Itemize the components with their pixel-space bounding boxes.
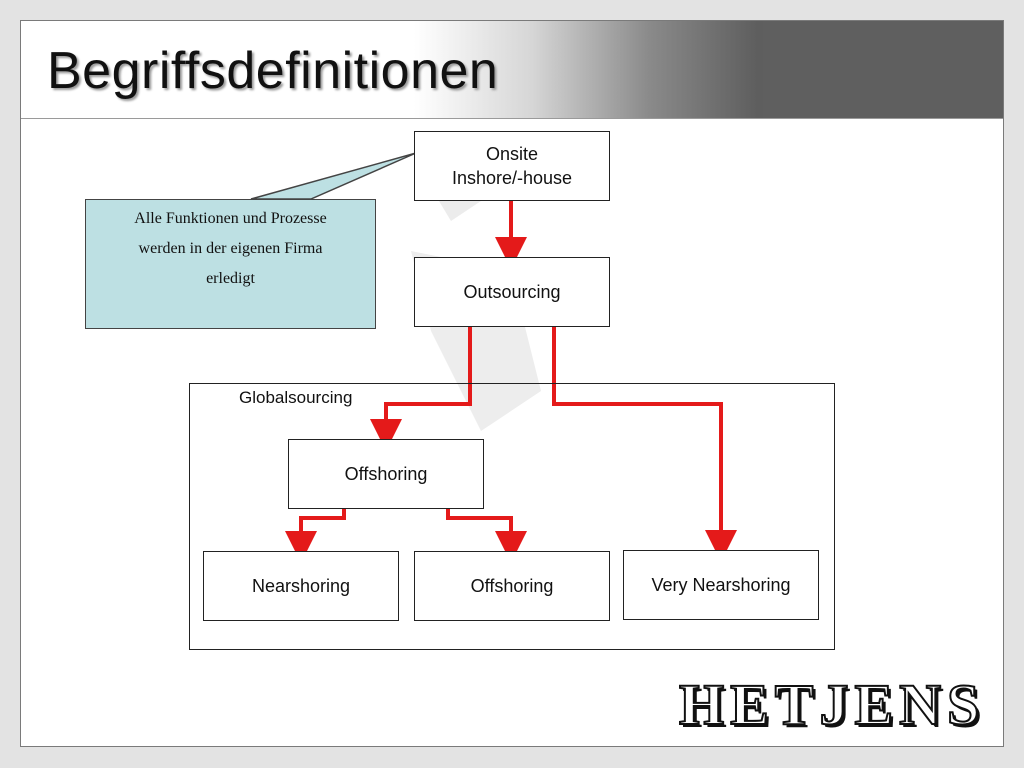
- slide-title: Begriffsdefinitionen: [47, 42, 499, 100]
- node-onsite-line2: Inshore/-house: [451, 168, 573, 188]
- node-offshoring-label: Offshoring: [470, 576, 554, 596]
- node-onsite-line1: Onsite: [485, 144, 538, 164]
- node-very-nearshoring-label: Very Nearshoring: [651, 575, 791, 595]
- node-onsite: Onsite Inshore/-house: [414, 131, 610, 201]
- globalsourcing-label: Globalsourcing: [239, 388, 353, 407]
- arrow-outsourcing-very-nearshoring: [552, 327, 737, 562]
- slide: Begriffsdefinitionen Onsite Inshore/-hou…: [20, 20, 1004, 747]
- node-offshoring-group: Offshoring: [288, 439, 484, 509]
- node-very-nearshoring: Very Nearshoring: [623, 550, 819, 620]
- node-outsourcing: Outsourcing: [414, 257, 610, 327]
- node-nearshoring-label: Nearshoring: [251, 576, 351, 596]
- callout-box: Alle Funktionen und Prozesse werden in d…: [85, 199, 376, 329]
- header-dark-block: [763, 21, 1003, 118]
- callout-pointer: [250, 152, 417, 200]
- header-band: [21, 21, 1003, 119]
- node-offshoring: Offshoring: [414, 551, 610, 621]
- arrow-outsourcing-offshoring: [370, 327, 472, 451]
- node-outsourcing-label: Outsourcing: [463, 282, 561, 302]
- callout-line-3: erledigt: [206, 270, 255, 287]
- callout-line-2: werden in der eigenen Firma: [138, 240, 323, 257]
- node-offshoring-group-label: Offshoring: [344, 464, 428, 484]
- arrow-offshoring-offshoring: [446, 509, 527, 563]
- hetjens-logo: HETJENS: [678, 671, 986, 738]
- globalsourcing-frame: [189, 383, 835, 650]
- callout-line-1: Alle Funktionen und Prozesse: [134, 210, 327, 227]
- arrow-offshoring-nearshoring: [285, 509, 346, 563]
- node-nearshoring: Nearshoring: [203, 551, 399, 621]
